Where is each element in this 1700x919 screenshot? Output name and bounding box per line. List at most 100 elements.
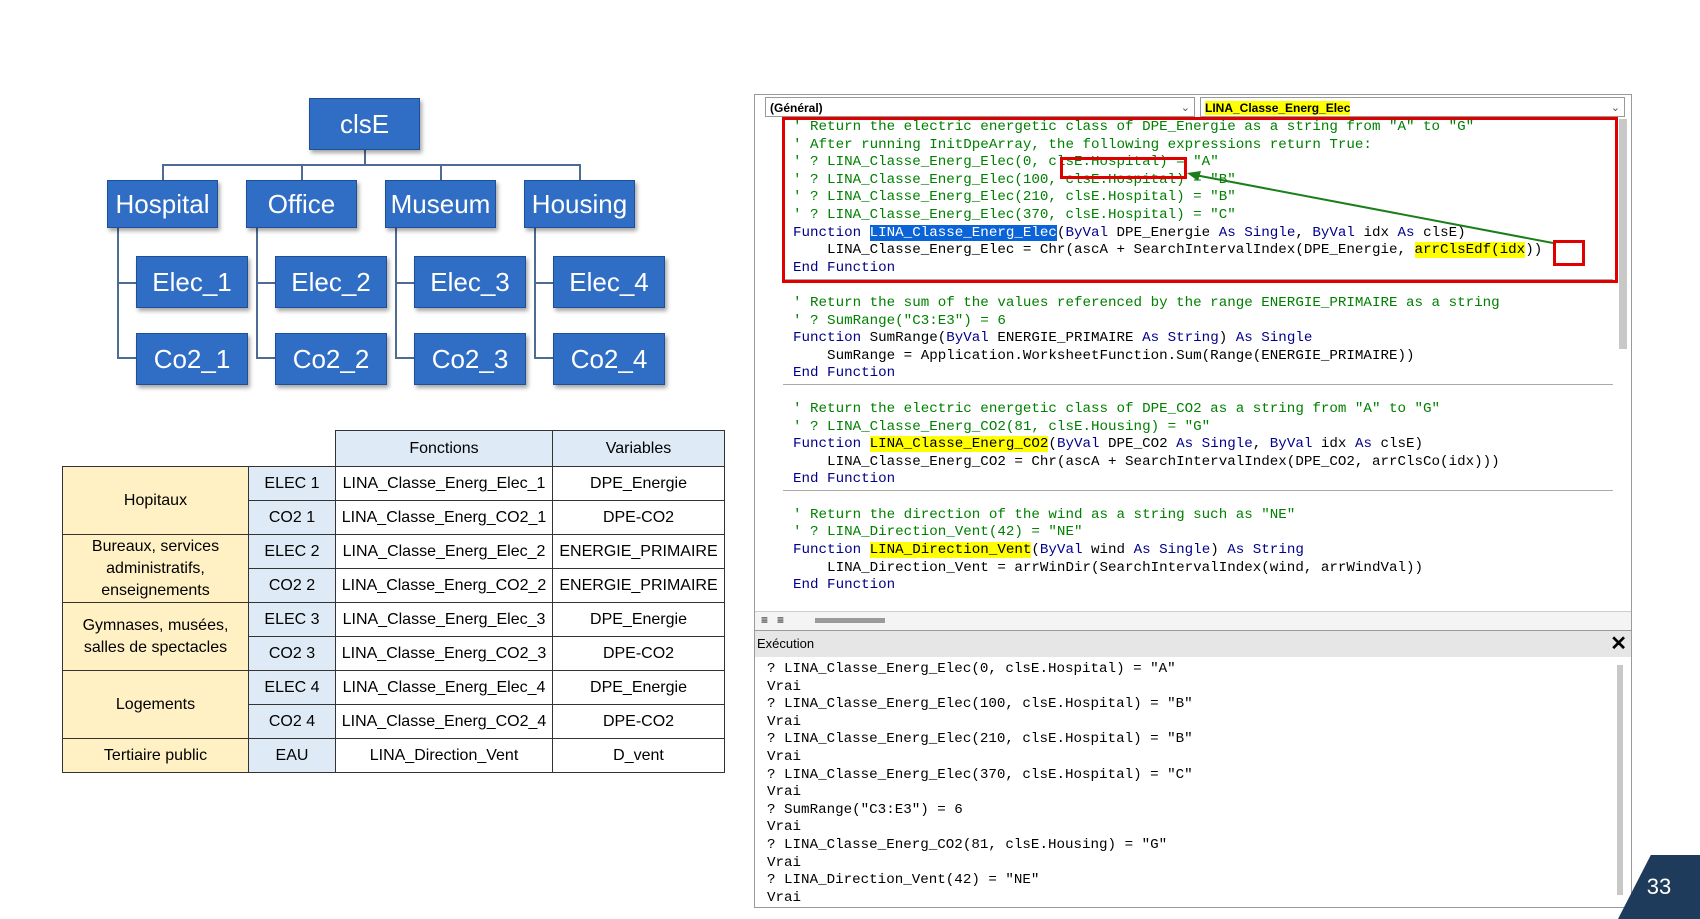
procedure-combo[interactable]: LINA_Classe_Energ_Elec ⌄ [1200, 97, 1625, 117]
code-line: ' ? SumRange("C3:E3") = 6 [793, 312, 1006, 329]
output-line: Vrai [767, 713, 802, 730]
code-cell: CO2 1 [248, 500, 336, 535]
code-line: LINA_Direction_Vent = arrWinDir(SearchIn… [793, 559, 1424, 576]
output-line: ? LINA_Classe_Energ_Elec(100, clsE.Hospi… [767, 696, 1193, 713]
group-label: Bureaux, services administratifs, enseig… [62, 534, 249, 603]
annotation-box-clse-hospital [1060, 157, 1187, 179]
code-line: Function LINA_Classe_Energ_CO2(ByVal DPE… [793, 436, 1424, 453]
org-node-elec-2: Elec_2 [275, 256, 387, 308]
module-view-icon[interactable]: ≡ [777, 613, 785, 627]
annotation-box [782, 117, 1618, 283]
table-row: Logements ELEC 4 LINA_Classe_Energ_Elec_… [62, 670, 725, 739]
variable-cell: ENERGIE_PRIMAIRE [552, 534, 725, 569]
annotation-box-idx [1553, 240, 1585, 266]
table-row: CO2 3 LINA_Classe_Energ_CO2_3 DPE-CO2 [63, 636, 725, 671]
function-cell: LINA_Direction_Vent [335, 738, 553, 773]
group-label: Hopitaux [62, 466, 249, 535]
code-cell: ELEC 4 [248, 670, 336, 705]
table-row: Bureaux, services administratifs, enseig… [62, 534, 725, 603]
org-node-elec-3: Elec_3 [414, 256, 526, 308]
immediate-window[interactable]: Exécution ✕ ? LINA_Classe_Energ_Elec(0, … [754, 630, 1632, 908]
code-line: End Function [793, 577, 896, 594]
code-line: ' ? LINA_Classe_Energ_CO2(81, clsE.Housi… [793, 418, 1211, 435]
output-line: ? LINA_Classe_Energ_Elec(0, clsE.Hospita… [767, 661, 1176, 677]
variable-cell: D_vent [552, 738, 725, 773]
output-line: ? LINA_Direction_Vent(42) = "NE" [767, 872, 1040, 889]
code-cell: ELEC 2 [248, 534, 336, 569]
org-node-elec-4: Elec_4 [553, 256, 665, 308]
output-line: Vrai [767, 749, 802, 765]
org-node-co2-1: Co2_1 [136, 333, 248, 385]
table-header-functions: Fonctions [335, 430, 553, 467]
output-line: ? LINA_Classe_Energ_CO2(81, clsE.Housing… [767, 837, 1168, 853]
vertical-scrollbar[interactable] [1617, 665, 1623, 895]
code-line: Function LINA_Classe_Energ_Elec(ByVal DP… [793, 224, 1466, 241]
group-label: Gymnases, musées, salles de spectacles [62, 602, 249, 671]
scroll-thumb[interactable] [815, 618, 885, 623]
chevron-down-icon[interactable]: ⌄ [1180, 102, 1190, 114]
vba-code-window[interactable]: (Général) ⌄ LINA_Classe_Energ_Elec ⌄ ' R… [754, 94, 1632, 631]
code-line: ' Return the sum of the values reference… [793, 295, 1500, 311]
table-row: Tertiaire public EAU LINA_Direction_Vent… [62, 738, 725, 773]
variable-cell: DPE-CO2 [552, 636, 725, 671]
chevron-down-icon[interactable]: ⌄ [1610, 102, 1620, 114]
output-line: ? LINA_Classe_Energ_Elec(370, clsE.Hospi… [767, 766, 1193, 783]
org-node-co2-4: Co2_4 [553, 333, 665, 385]
code-line: ' ? LINA_Direction_Vent(42) = "NE" [793, 524, 1083, 541]
code-line: End Function [793, 365, 896, 382]
table-header-variables: Variables [552, 430, 725, 467]
object-combo-value: (Général) [770, 101, 823, 115]
code-line: End Function [793, 259, 896, 276]
function-cell: LINA_Classe_Energ_CO2_1 [335, 500, 553, 535]
variable-cell: ENERGIE_PRIMAIRE [552, 568, 725, 603]
variable-cell: DPE-CO2 [552, 704, 725, 739]
code-line: Function LINA_Direction_Vent(ByVal wind … [793, 542, 1304, 558]
code-cell: CO2 2 [248, 568, 336, 603]
code-line: LINA_Classe_Energ_CO2 = Chr(ascA + Searc… [793, 453, 1500, 470]
horizontal-scrollbar[interactable]: ≡ ≡ [755, 611, 1631, 630]
code-line: ' Return the electric energetic class of… [793, 119, 1475, 135]
annotation-arrow-icon [1187, 171, 1554, 244]
close-icon[interactable]: ✕ [1610, 633, 1627, 655]
table-row: Gymnases, musées, salles de spectacles E… [62, 602, 725, 671]
group-label: Logements [62, 670, 249, 739]
org-node-museum: Museum [385, 180, 496, 228]
procedure-combo-value: LINA_Classe_Energ_Elec [1205, 101, 1351, 115]
group-label: Tertiaire public [62, 738, 249, 773]
immediate-window-title: Exécution ✕ [755, 631, 1631, 657]
table-row: CO2 2 LINA_Classe_Energ_CO2_2 ENERGIE_PR… [63, 568, 725, 603]
code-line: ' After running InitDpeArray, the follow… [793, 136, 1372, 153]
table-row: Hopitaux ELEC 1 LINA_Classe_Energ_Elec_1… [62, 466, 725, 535]
org-node-co2-2: Co2_2 [275, 333, 387, 385]
variable-cell: DPE_Energie [552, 602, 725, 637]
table-row: CO2 1 LINA_Classe_Energ_CO2_1 DPE-CO2 [63, 500, 725, 535]
code-cell: CO2 3 [248, 636, 336, 671]
code-line: End Function [793, 471, 896, 488]
output-line: ? LINA_Classe_Energ_Elec(210, clsE.Hospi… [767, 731, 1193, 748]
variable-cell: DPE_Energie [552, 466, 725, 501]
function-cell: LINA_Classe_Energ_CO2_4 [335, 704, 553, 739]
function-cell: LINA_Classe_Energ_Elec_2 [335, 534, 553, 569]
vertical-scrollbar[interactable] [1619, 119, 1627, 349]
functions-table: Fonctions Variables Hopitaux ELEC 1 LINA… [62, 430, 725, 773]
org-node-co2-3: Co2_3 [414, 333, 526, 385]
code-cell: ELEC 1 [248, 466, 336, 501]
code-line: SumRange = Application.WorksheetFunction… [793, 347, 1415, 364]
procedure-view-icon[interactable]: ≡ [761, 613, 769, 627]
code-line: LINA_Classe_Energ_Elec = Chr(ascA + Sear… [793, 242, 1543, 259]
code-cell: EAU [248, 738, 336, 773]
org-node-housing: Housing [524, 180, 635, 228]
output-line: ? SumRange("C3:E3") = 6 [767, 801, 963, 818]
code-line: ' ? LINA_Classe_Energ_Elec(370, clsE.Hos… [793, 207, 1236, 223]
code-line: ' ? LINA_Classe_Energ_Elec(210, clsE.Hos… [793, 189, 1236, 206]
org-node-office: Office [246, 180, 357, 228]
code-editor[interactable]: ' Return the electric energetic class of… [783, 119, 1613, 612]
org-node-hospital: Hospital [107, 180, 218, 228]
code-line: ' Return the electric energetic class of… [793, 401, 1441, 417]
function-cell: LINA_Classe_Energ_Elec_4 [335, 670, 553, 705]
output-line: Vrai [767, 678, 802, 695]
output-line: Vrai [767, 854, 802, 871]
code-line: ' Return the direction of the wind as a … [793, 506, 1296, 523]
object-combo[interactable]: (Général) ⌄ [765, 97, 1195, 117]
variable-cell: DPE_Energie [552, 670, 725, 705]
